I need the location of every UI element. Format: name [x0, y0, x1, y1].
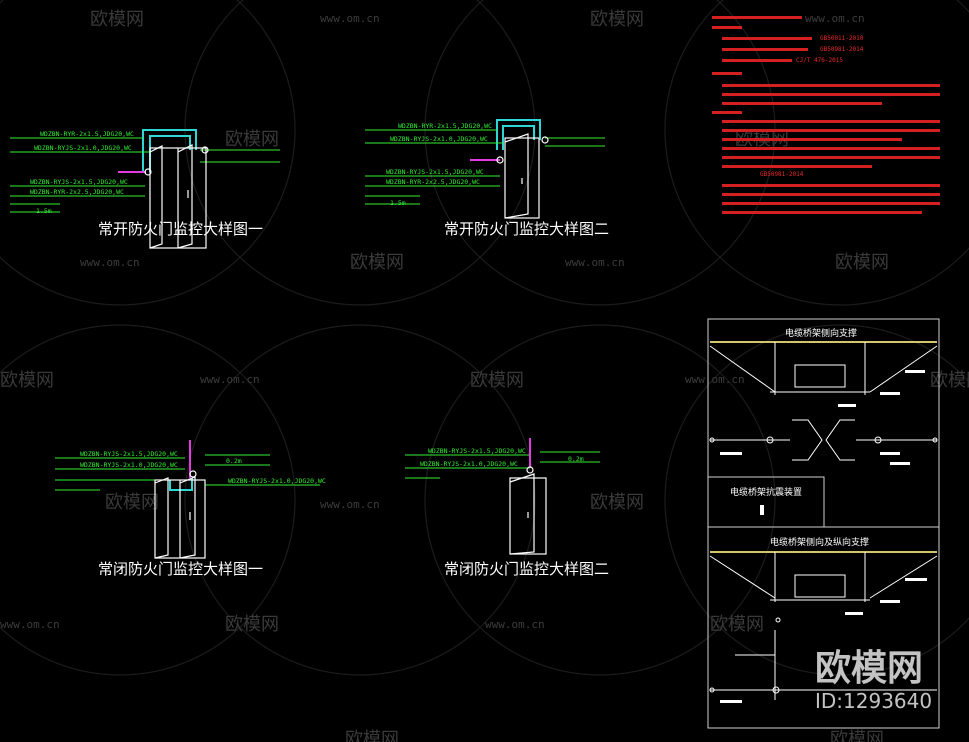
detail-normally-closed-2: WDZBN-RYJS-2x1.5,JDG20,WC WDZBN-RYJS-2x1… — [405, 438, 609, 578]
detail-normally-open-2: WDZBN-RYR-2x1.5,JDG20,WC WDZBN-RYJS-2x1.… — [365, 119, 609, 238]
watermark-url: www.om.cn — [565, 256, 625, 269]
watermark-logo: 欧模网 — [710, 614, 764, 635]
watermark-logo: 欧模网 — [470, 370, 524, 391]
note-reference: GB50981-2014 — [760, 171, 804, 178]
design-notes: GB50011-2010 GB50981-2014 CJ/T 476-2015 … — [712, 16, 940, 214]
cable-label: 1.5m — [36, 207, 52, 215]
detail-title: 常闭防火门监控大样图二 — [444, 560, 609, 578]
detail-title: 常闭防火门监控大样图一 — [98, 560, 263, 578]
watermark-url-layer: www.om.cn www.om.cn www.om.cn www.om.cn … — [0, 12, 865, 631]
watermark-url: www.om.cn — [685, 373, 745, 386]
watermark-logo: 欧模网 — [930, 370, 969, 391]
cable-label: WDZBN-RYJS-2x1.0,JDG20,WC — [34, 144, 132, 152]
watermark-logo: 欧模网 — [590, 492, 644, 513]
watermark-url: www.om.cn — [485, 618, 545, 631]
watermark-logo: 欧模网 — [350, 252, 404, 273]
watermark-logo: 欧模网 — [590, 9, 644, 30]
cable-label: WDZBN-RYJS-2x1.0,JDG20,WC — [228, 477, 326, 485]
note-standard: GB50011-2010 — [820, 35, 864, 42]
cable-label: WDZBN-RYJS-2x1.5,JDG20,WC — [428, 447, 526, 455]
panel-title-mid: 电缆桥架抗震装置 — [730, 486, 802, 498]
watermark-url: www.om.cn — [805, 12, 865, 25]
watermark-url: www.om.cn — [320, 12, 380, 25]
cable-label: WDZBN-RYJS-2x1.5,JDG20,WC — [80, 450, 178, 458]
cable-tray-bracket-panel: 电缆桥架侧向支撑 电缆桥架抗震装置 电缆桥架侧向及纵向支撑 — [707, 318, 940, 729]
watermark-url: www.om.cn — [0, 618, 60, 631]
cable-label: WDZBN-RYJS-2x1.0,JDG20,WC — [390, 135, 488, 143]
cable-label: WDZBN-RYJS-2x1.5,JDG20,WC — [386, 168, 484, 176]
detail-title: 常开防火门监控大样图一 — [98, 220, 263, 238]
panel-title-bottom: 电缆桥架侧向及纵向支撑 — [770, 536, 869, 548]
watermark-logo: 欧模网 — [345, 729, 399, 742]
watermark-logo: 欧模网 — [90, 9, 144, 30]
watermark-layer: 欧模网 欧模网 欧模网 欧模网 欧模网 欧模网 欧模网 欧模网 欧模网 欧模网 … — [0, 9, 969, 742]
cable-label: 1.5m — [390, 199, 406, 207]
watermark-logo: 欧模网 — [105, 492, 159, 513]
watermark-logo: 欧模网 — [225, 614, 279, 635]
cable-label: WDZBN-RYJS-2x1.0,JDG20,WC — [80, 461, 178, 469]
watermark-logo: 欧模网 — [835, 252, 889, 273]
watermark-logo: 欧模网 — [0, 370, 54, 391]
watermark-logo: 欧模网 — [830, 729, 884, 742]
detail-title: 常开防火门监控大样图二 — [444, 220, 609, 238]
cable-label: 0.2m — [568, 455, 584, 463]
detail-normally-closed-1: WDZBN-RYJS-2x1.5,JDG20,WC WDZBN-RYJS-2x1… — [55, 440, 326, 578]
watermark-url: www.om.cn — [320, 498, 380, 511]
watermark-id: ID:1293640 — [815, 689, 932, 713]
note-standard: GB50981-2014 — [820, 46, 864, 53]
note-standard: CJ/T 476-2015 — [796, 57, 843, 64]
watermark-big: 欧模网 ID:1293640 — [815, 648, 932, 713]
watermark-url: www.om.cn — [200, 373, 260, 386]
detail-normally-open-1: WDZBN-RYR-2x1.5,JDG20,WC WDZBN-RYJS-2x1.… — [10, 129, 280, 249]
cable-label: 0.2m — [226, 457, 242, 465]
cable-label: WDZBN-RYR-2x1.5,JDG20,WC — [40, 130, 134, 138]
watermark-logo: 欧模网 — [225, 129, 279, 150]
cable-label: WDZBN-RYR-2x2.5,JDG20,WC — [30, 188, 124, 196]
cable-label: WDZBN-RYJS-2x1.5,JDG20,WC — [30, 178, 128, 186]
watermark-url: www.om.cn — [80, 256, 140, 269]
watermark-logo-large: 欧模网 — [815, 648, 923, 689]
panel-title-top: 电缆桥架侧向支撑 — [785, 327, 857, 339]
cable-label: WDZBN-RYJS-2x1.0,JDG20,WC — [420, 460, 518, 468]
cable-label: WDZBN-RYR-2x2.5,JDG20,WC — [386, 178, 480, 186]
cable-label: WDZBN-RYR-2x1.5,JDG20,WC — [398, 122, 492, 130]
